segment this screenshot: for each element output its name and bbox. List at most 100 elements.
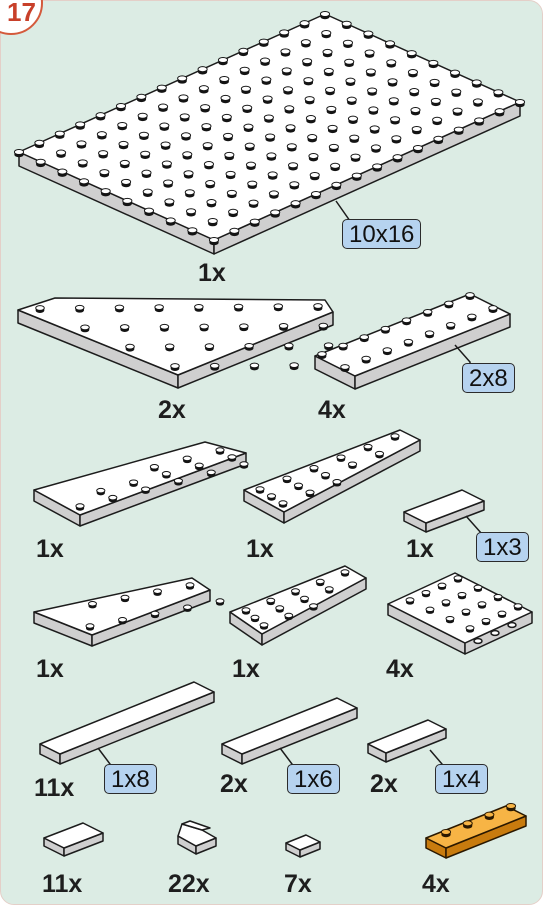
stud-top xyxy=(341,570,349,574)
part-tile-1x2-image xyxy=(44,823,103,856)
stud-top xyxy=(256,487,264,492)
qty-tile-1x2: 11x xyxy=(42,872,82,897)
stud-top xyxy=(158,104,167,109)
stud-top xyxy=(267,153,276,158)
stud-top xyxy=(142,487,150,492)
stud-top xyxy=(466,626,474,630)
stud-top xyxy=(101,189,110,194)
stud-top xyxy=(203,143,212,148)
stud-top xyxy=(407,51,416,56)
qty-plate-1x6: 2x xyxy=(220,772,248,797)
stud-top xyxy=(300,21,309,26)
size-callout-2x8: 2x8 xyxy=(462,363,515,393)
stud-top xyxy=(348,462,356,467)
qty-wedge-plate-left-b: 1x xyxy=(36,657,64,682)
stud-top xyxy=(329,144,338,149)
qty-plate-1x4: 2x xyxy=(370,772,398,797)
stud-top xyxy=(120,325,129,330)
stud-top xyxy=(308,135,317,140)
stud-top xyxy=(264,115,273,120)
stud-top xyxy=(99,151,108,156)
stud-top xyxy=(14,149,23,154)
stud-top xyxy=(222,114,231,119)
stud-top xyxy=(198,67,207,72)
stud-top xyxy=(324,68,333,73)
stud-top xyxy=(391,434,399,439)
stud-top xyxy=(165,199,174,204)
stud-top xyxy=(246,162,255,167)
stud-top xyxy=(287,144,296,149)
stud-top xyxy=(142,170,151,175)
stud-top xyxy=(319,323,328,328)
size-callout-1x3: 1x3 xyxy=(476,532,529,562)
stud-top xyxy=(35,140,44,145)
part-plate-1x3-image xyxy=(404,490,484,532)
qty-wedge-plate-left-a: 1x xyxy=(36,537,64,562)
stud-top xyxy=(183,456,191,461)
stud-top xyxy=(209,237,218,242)
stud-top xyxy=(468,314,477,319)
stud-top xyxy=(143,189,152,194)
stud-top xyxy=(458,592,466,596)
stud-top xyxy=(433,117,442,122)
stud-top xyxy=(118,122,127,127)
stud-top xyxy=(478,602,486,606)
stud-top xyxy=(76,122,85,127)
stud-top xyxy=(310,172,319,177)
stud-top xyxy=(328,125,337,130)
stud-top xyxy=(162,161,171,166)
stud-top xyxy=(206,181,215,186)
stud-top xyxy=(475,118,484,123)
size-label-1x4: 1x4 xyxy=(442,766,481,793)
stud-top xyxy=(36,306,45,311)
stud-top xyxy=(109,495,117,500)
stud-top xyxy=(304,78,313,83)
stud-top xyxy=(76,504,84,509)
stud-top xyxy=(240,324,249,329)
stud-top xyxy=(348,116,357,121)
stud-top xyxy=(472,80,481,85)
stud-top xyxy=(100,170,109,175)
stud-top xyxy=(452,89,461,94)
stud-top xyxy=(186,583,194,587)
stud-top xyxy=(429,60,438,65)
stud-top xyxy=(333,480,341,485)
stud-top xyxy=(228,455,236,460)
stud-top xyxy=(279,501,287,506)
stud-top xyxy=(423,309,432,314)
stud-top xyxy=(185,190,194,195)
stud-top xyxy=(225,152,234,157)
stud-top xyxy=(392,136,401,141)
stud-top xyxy=(216,448,224,453)
stud-top xyxy=(385,41,394,46)
stud-top xyxy=(352,173,361,178)
size-callout-10x16: 10x16 xyxy=(342,219,421,249)
stud-top xyxy=(371,145,380,150)
stud-top xyxy=(285,106,294,111)
stud-top xyxy=(183,152,192,157)
stud-top xyxy=(413,145,422,150)
stud-top xyxy=(362,356,371,361)
stud-top xyxy=(207,470,215,475)
stud-top xyxy=(119,141,128,146)
stud-top xyxy=(325,587,333,591)
qty-wedge-plate-right-a: 1x xyxy=(246,537,274,562)
stud-top xyxy=(291,201,300,206)
stud-top xyxy=(283,476,291,481)
stud-top xyxy=(389,98,398,103)
stud-top xyxy=(321,473,329,478)
stud-top xyxy=(282,68,291,73)
stud-top xyxy=(281,49,290,54)
stud-top xyxy=(120,160,129,165)
stud-top xyxy=(494,594,502,598)
stud-top xyxy=(116,103,125,108)
stud-top xyxy=(263,96,272,101)
stud-top xyxy=(79,179,88,184)
stud-top xyxy=(463,821,472,826)
qty-plate-1x8: 11x xyxy=(34,776,74,801)
stud-top xyxy=(446,322,455,327)
stud-top xyxy=(179,95,188,100)
stud-top xyxy=(154,589,162,593)
stud-top xyxy=(323,49,332,54)
